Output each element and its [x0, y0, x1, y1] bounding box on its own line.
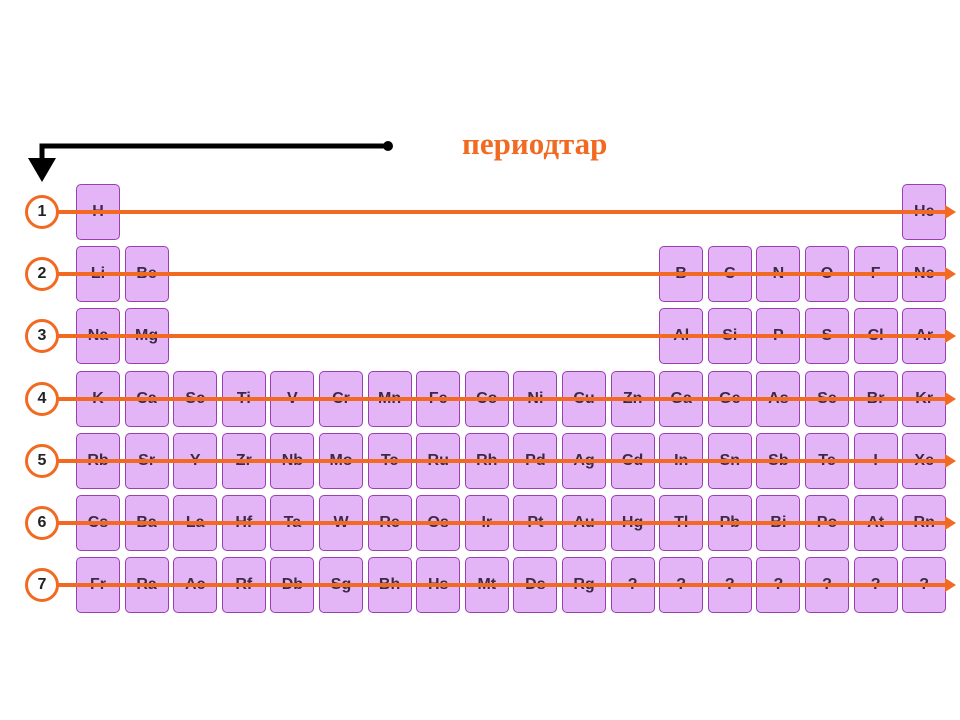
period-number: 7 [25, 568, 59, 603]
period-number: 3 [25, 319, 59, 354]
period-arrowhead [945, 205, 956, 219]
period-number: 1 [25, 195, 59, 229]
period-arrowhead [945, 516, 956, 530]
diagram-title: периодтар [462, 126, 608, 161]
period-line [56, 396, 946, 401]
period-arrowhead [945, 267, 956, 282]
period-arrowhead [945, 453, 956, 468]
period-line [56, 521, 946, 525]
period-line [56, 210, 946, 214]
period-arrowhead [945, 391, 956, 406]
period-line [56, 583, 946, 588]
period-arrowhead [945, 578, 956, 593]
period-number: 2 [25, 257, 59, 292]
period-number: 5 [25, 443, 59, 478]
period-arrowhead [945, 329, 956, 344]
period-number: 4 [25, 381, 59, 416]
period-line [56, 458, 946, 463]
period-line [56, 334, 946, 339]
period-number: 6 [25, 506, 59, 540]
period-line [56, 272, 946, 277]
